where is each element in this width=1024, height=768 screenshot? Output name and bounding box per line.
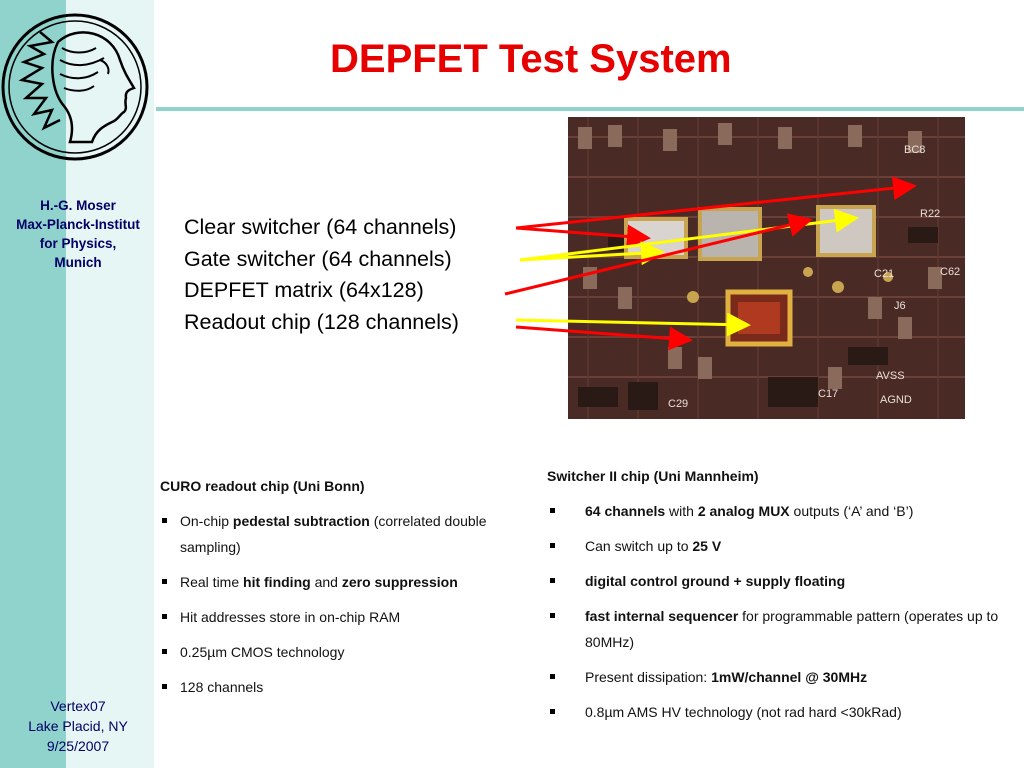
list-item: 0.25µm CMOS technology (160, 639, 530, 665)
curo-list: On-chip pedestal subtraction (correlated… (160, 508, 530, 700)
curo-column: CURO readout chip (Uni Bonn) On-chip ped… (160, 476, 530, 709)
sidebar-light-band (66, 0, 154, 768)
curo-heading: CURO readout chip (Uni Bonn) (160, 478, 365, 494)
list-item: Real time hit finding and zero suppressi… (160, 569, 530, 595)
silkscreen-c21: C21 (874, 268, 894, 280)
author-block: H.-G. Moser Max-Planck-Institut for Phys… (0, 196, 156, 272)
list-item: fast internal sequencer for programmable… (547, 603, 1007, 655)
label-depfet-matrix: DEPFET matrix (64x128) (184, 278, 424, 302)
text: (correlated double sampling) (180, 513, 487, 555)
label-gate-switcher: Gate switcher (64 channels) (184, 246, 452, 271)
text: and (310, 574, 342, 590)
conference-block: Vertex07 Lake Placid, NY 9/25/2007 (0, 696, 156, 756)
emphasis: 2 analog MUX (697, 503, 790, 519)
list-item: Can switch up to 25 V (547, 533, 1007, 559)
silkscreen-bc8: BC8 (904, 144, 925, 156)
silkscreen-c29: C29 (668, 398, 688, 410)
text: for programmable pattern (operates up to… (585, 608, 999, 650)
emphasis: digital control ground + supply floating (585, 573, 846, 589)
silkscreen-r22: R22 (920, 208, 940, 220)
list-item: Hit addresses store in on-chip RAM (160, 604, 530, 630)
switcher-list: 64 channels with 2 analog MUX outputs (‘… (547, 498, 1007, 725)
author-name: H.-G. Moser (40, 198, 116, 213)
silkscreen-j6: J6 (894, 300, 906, 312)
silkscreen-c17: C17 (818, 388, 838, 400)
list-item: On-chip pedestal subtraction (correlated… (160, 508, 530, 560)
list-item: digital control ground + supply floating (547, 568, 1007, 594)
label-clear-switcher: Clear switcher (64 channels) (184, 215, 457, 239)
conference-name: Vertex07 (50, 698, 106, 714)
list-item: 64 channels with 2 analog MUX outputs (‘… (547, 498, 1007, 524)
conference-location: Lake Placid, NY (28, 718, 128, 734)
pcb-photo: R22 C21 J6 C62 AVSS AGND C29 C17 BC8 (568, 117, 965, 419)
list-item: 0.8µm AMS HV technology (not rad hard <3… (547, 699, 1007, 725)
silkscreen-c62: C62 (940, 266, 960, 278)
title-divider (156, 107, 1024, 111)
text: On-chip (180, 513, 233, 529)
text: with (665, 503, 698, 519)
list-item: 128 channels (160, 674, 530, 700)
text: Real time (180, 574, 244, 590)
text: Can switch up to (585, 538, 693, 554)
emphasis: pedestal subtraction (232, 513, 370, 529)
emphasis: hit finding (243, 574, 311, 590)
label-readout-chip: Readout chip (128 channels) (184, 309, 459, 334)
switcher-column: Switcher II chip (Uni Mannheim) 64 chann… (547, 466, 1007, 734)
author-city: Munich (54, 255, 102, 270)
photo-labels: Clear switcher (64 channels) Gate switch… (184, 212, 459, 338)
emphasis: 25 V (692, 538, 722, 554)
max-planck-logo (1, 13, 149, 161)
emphasis: fast internal sequencer (585, 608, 739, 624)
silkscreen-agnd: AGND (880, 394, 912, 406)
emphasis: 1mW/channel @ 30MHz (711, 669, 868, 685)
author-institute-cont: for Physics, (39, 236, 117, 251)
switcher-heading: Switcher II chip (Uni Mannheim) (547, 468, 759, 484)
text: Present dissipation: (585, 669, 712, 685)
sidebar-dark-band (0, 0, 66, 768)
list-item: Present dissipation: 1mW/channel @ 30MHz (547, 664, 1007, 690)
silkscreen-avss: AVSS (876, 370, 905, 382)
author-institute: Max-Planck-Institut (16, 217, 140, 232)
slide-title: DEPFET Test System (330, 37, 732, 81)
emphasis: 64 channels (585, 503, 666, 519)
emphasis: zero suppression (341, 574, 458, 590)
conference-date: 9/25/2007 (46, 738, 110, 754)
text: outputs (‘A’ and ‘B’) (789, 503, 914, 519)
